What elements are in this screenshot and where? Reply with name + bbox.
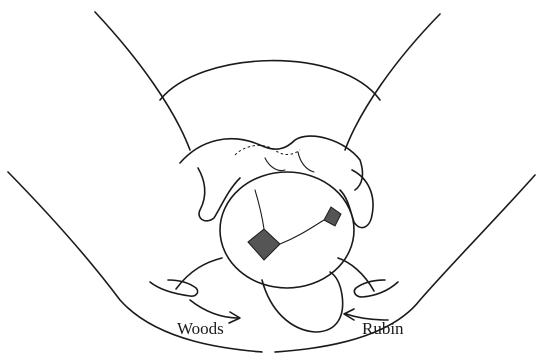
maternal-abdomen-outline <box>160 61 380 100</box>
right-operator-finger <box>338 258 374 291</box>
fetal-shoulder-hidden-contour <box>235 145 300 155</box>
curved-arrow-right-icon <box>190 300 238 318</box>
left-operator-finger <box>176 258 222 289</box>
rubin-label: Rubin <box>362 319 404 338</box>
skin-fold-line <box>265 158 285 171</box>
skin-fold-line <box>298 152 314 172</box>
fetal-head <box>220 172 354 288</box>
right-operator-hand <box>354 280 398 297</box>
left-thigh-outline <box>95 12 190 150</box>
left-operator-hand <box>150 280 198 296</box>
woods-label: Woods <box>177 319 224 338</box>
